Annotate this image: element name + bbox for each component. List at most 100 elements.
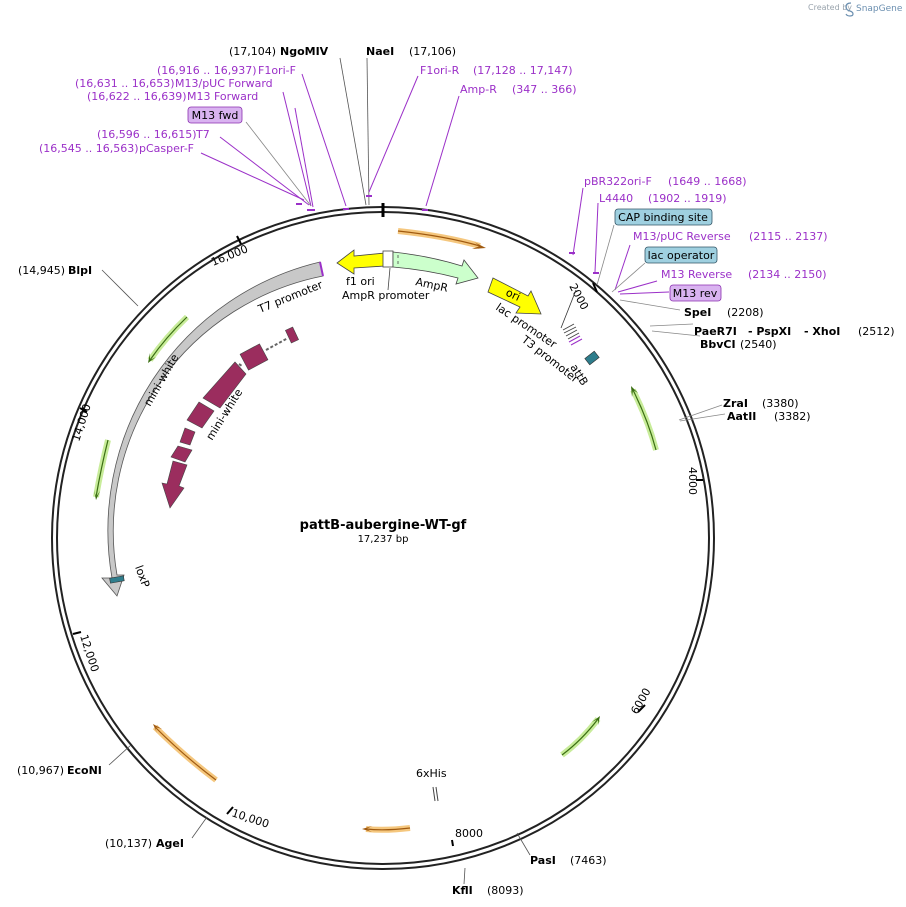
f1ori-f-range: (16,916 .. 16,937)	[157, 64, 257, 77]
f1ori-r-range: (17,128 .. 17,147)	[473, 64, 573, 77]
f1-ori-label: f1 ori	[346, 275, 375, 288]
green-arrow-left[interactable]	[93, 439, 111, 500]
m13puc-fwd-primer[interactable]: M13/pUC Forward	[175, 77, 273, 90]
top-primer-marks	[296, 195, 428, 211]
pasi-enzyme[interactable]: PasI	[530, 854, 556, 867]
kfli-position: (8093)	[487, 884, 524, 897]
naei-position: (17,106)	[409, 45, 456, 58]
lac-operator-box[interactable]: lac operator	[644, 246, 718, 264]
kfli-enzyme[interactable]: KflI	[452, 884, 473, 897]
bbvci-enzyme[interactable]: BbvCI	[700, 338, 736, 351]
tick-label-2000: 2000	[566, 281, 591, 312]
attb-block[interactable]	[584, 350, 600, 366]
lac-operator-label: lac operator	[648, 249, 715, 262]
ampr-promoter-block[interactable]	[382, 250, 394, 268]
pbr322ori-f-primer[interactable]: pBR322ori-F	[584, 175, 652, 188]
orange-arrow-bottom[interactable]	[362, 825, 411, 833]
spei-position: (2208)	[727, 306, 764, 319]
orange-arrow-top[interactable]	[397, 228, 486, 249]
sixhis-marks	[432, 786, 439, 802]
right-feature-leaders	[596, 224, 726, 422]
pspxi-enzyme[interactable]: - PspXI	[748, 325, 791, 338]
zrai-enzyme[interactable]: ZraI	[723, 397, 748, 410]
m13-forward-primer[interactable]: M13 Forward	[187, 90, 258, 103]
agei-enzyme[interactable]: AgeI	[156, 837, 184, 850]
f1-ori-arrow[interactable]	[336, 249, 386, 275]
credit-brand: SnapGene	[856, 4, 903, 14]
snapgene-logo-icon	[845, 2, 854, 17]
amp-r-primer[interactable]: Amp-R	[460, 83, 497, 96]
aatii-position: (3382)	[774, 410, 811, 423]
tick-marks	[72, 235, 703, 847]
tick-label-4000: 4000	[686, 467, 699, 495]
loxp-label: loxP	[132, 564, 152, 590]
econi-enzyme[interactable]: EcoNI	[67, 764, 102, 777]
zrai-position: (3380)	[762, 397, 799, 410]
ampr-promoter-leader	[387, 267, 391, 291]
m13-rev-box-label: M13 rev	[673, 287, 718, 300]
lac-cluster-leader	[560, 289, 577, 329]
cap-binding-site-box[interactable]: CAP binding site	[614, 208, 713, 226]
promoter-cluster-marks	[562, 323, 580, 340]
m13puc-rev-range: (2115 .. 2137)	[749, 230, 828, 243]
pcasper-f-primer[interactable]: pCasper-F	[139, 142, 194, 155]
m13-fwd-box[interactable]: M13 fwd	[187, 106, 243, 124]
m13-fwd-range: (16,622 .. 16,639)	[87, 90, 187, 103]
aatii-enzyme[interactable]: AatII	[727, 410, 756, 423]
tick-label-8000: 8000	[455, 827, 483, 840]
agei-position: (10,137)	[105, 837, 152, 850]
cap-binding-site-label: CAP binding site	[618, 211, 708, 224]
right-primer-marks	[569, 252, 599, 274]
naei-enzyme[interactable]: NaeI	[366, 45, 394, 58]
pcasper-f-range: (16,545 .. 16,563)	[39, 142, 139, 155]
spei-enzyme[interactable]: SpeI	[684, 306, 711, 319]
green-arrow-right[interactable]	[630, 386, 659, 451]
f1ori-f-primer[interactable]: F1ori-F	[258, 64, 296, 77]
tick-label-16000: 16,000	[209, 242, 250, 268]
blpi-enzyme[interactable]: BlpI	[68, 264, 92, 277]
l4440-range: (1902 .. 1919)	[648, 192, 727, 205]
m13-reverse-primer[interactable]: M13 Reverse	[661, 268, 732, 281]
ori-arrow[interactable]	[487, 277, 542, 315]
f1ori-r-primer[interactable]: F1ori-R	[420, 64, 460, 77]
sixhis-label: 6xHis	[416, 767, 447, 780]
plasmid-name: pattB-aubergine-WT-gf	[300, 518, 467, 533]
t7-range: (16,596 .. 16,615)	[97, 128, 197, 141]
right-primer-leaders	[572, 187, 670, 295]
ampr-promoter-label: AmpR promoter	[342, 289, 430, 302]
bbvci-position: (2540)	[740, 338, 777, 351]
green-arrow-upper-left[interactable]	[147, 314, 190, 363]
green-arrow-lower-right[interactable]	[560, 716, 601, 758]
bottom-enzyme-leaders	[101, 269, 531, 885]
mini-white-outer-arrow[interactable]	[101, 261, 324, 597]
blpi-position: (14,945)	[18, 264, 65, 277]
mini-white-inner-arrow[interactable]	[161, 326, 299, 509]
t7-primer[interactable]: T7	[195, 128, 210, 141]
mini-white-outer-start-mark	[319, 261, 324, 277]
loxp-block[interactable]	[109, 575, 125, 584]
mini-white-outer-label: mini-white	[141, 352, 181, 409]
xhoi-enzyme[interactable]: - XhoI	[804, 325, 840, 338]
paer7i-position: (2512)	[858, 325, 895, 338]
amp-r-range: (347 .. 366)	[512, 83, 577, 96]
credit-prefix: Created by	[808, 3, 852, 12]
m13-fwd-box-label: M13 fwd	[192, 109, 239, 122]
m13puc-rev-primer[interactable]: M13/pUC Reverse	[633, 230, 731, 243]
promoter-cluster-primer-marks	[568, 335, 583, 346]
tick-label-10000: 10,000	[230, 806, 271, 830]
mini-white-inner-dashes	[238, 337, 289, 367]
m13puc-fwd-range: (16,631 .. 16,653)	[75, 77, 175, 90]
m13-reverse-range: (2134 .. 2150)	[748, 268, 827, 281]
plasmid-size: 17,237 bp	[358, 534, 409, 545]
l4440-primer[interactable]: L4440	[599, 192, 633, 205]
tick-label-6000: 6000	[628, 686, 653, 717]
top-primer-leaders	[200, 73, 460, 208]
m13-rev-box[interactable]: M13 rev	[669, 284, 722, 302]
ori-label: ori	[504, 286, 522, 304]
paer7i-enzyme[interactable]: PaeR7I	[694, 325, 737, 338]
orange-arrow-lower-left[interactable]	[152, 724, 218, 783]
ngomiv-enzyme[interactable]: NgoMIV	[280, 45, 329, 58]
pbr322ori-f-range: (1649 .. 1668)	[668, 175, 747, 188]
ampr-arrow[interactable]	[392, 251, 479, 285]
